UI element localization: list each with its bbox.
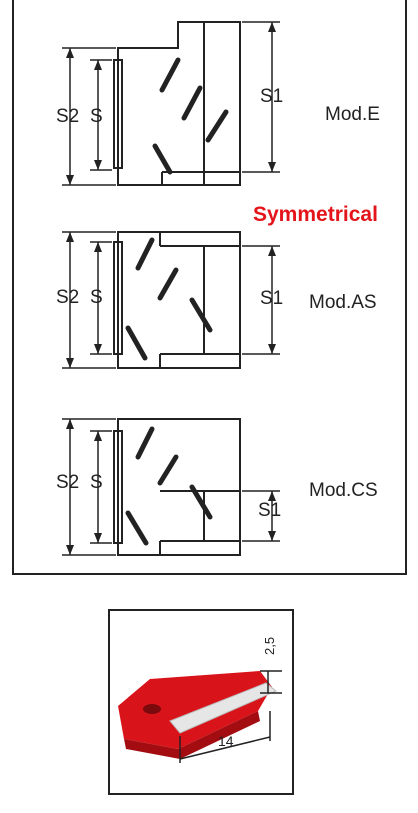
dim-s1-label: S1 [260,288,284,309]
drawing-mod-cs [62,418,280,556]
dim-s1-label: S1 [260,86,284,107]
insert-hole [143,704,161,714]
knife [125,325,148,361]
left-plate [113,59,123,169]
knife [159,57,181,93]
insert-illustration [118,670,282,763]
dim-s-label: S [90,472,103,493]
knife [152,143,173,175]
dim-s1-label: S1 [258,500,282,521]
knife [205,109,229,143]
left-plate [113,241,123,355]
knife [135,237,155,271]
symmetrical-label: Symmetrical [253,203,378,226]
drawings-frame [12,0,407,575]
model-label-e: Mod.E [325,104,380,125]
insert-width-label: 14 [218,733,234,749]
knife [189,484,213,520]
knife [125,510,149,546]
knife [157,454,179,486]
knife [135,426,155,460]
knife [157,267,179,301]
left-plate [113,430,123,544]
dim-s2-label: S2 [56,472,80,493]
blade [169,682,277,734]
drawing-mod-as [62,231,280,369]
dim-s-label: S [90,106,103,127]
model-label-as: Mod.AS [309,292,377,313]
body-outline [117,21,241,186]
dim-s2-label: S2 [56,287,80,308]
model-label-cs: Mod.CS [309,480,378,501]
dim-s2-label: S2 [56,106,80,127]
insert-height-label: 2,5 [262,636,277,655]
drawing-mod-e [62,21,280,186]
dim-s-label: S [90,287,103,308]
knife [181,85,203,121]
insert-photo-frame: 2,5 14 [108,609,294,795]
insert-body [118,671,272,749]
knife [189,297,213,333]
body-outline [117,418,241,556]
